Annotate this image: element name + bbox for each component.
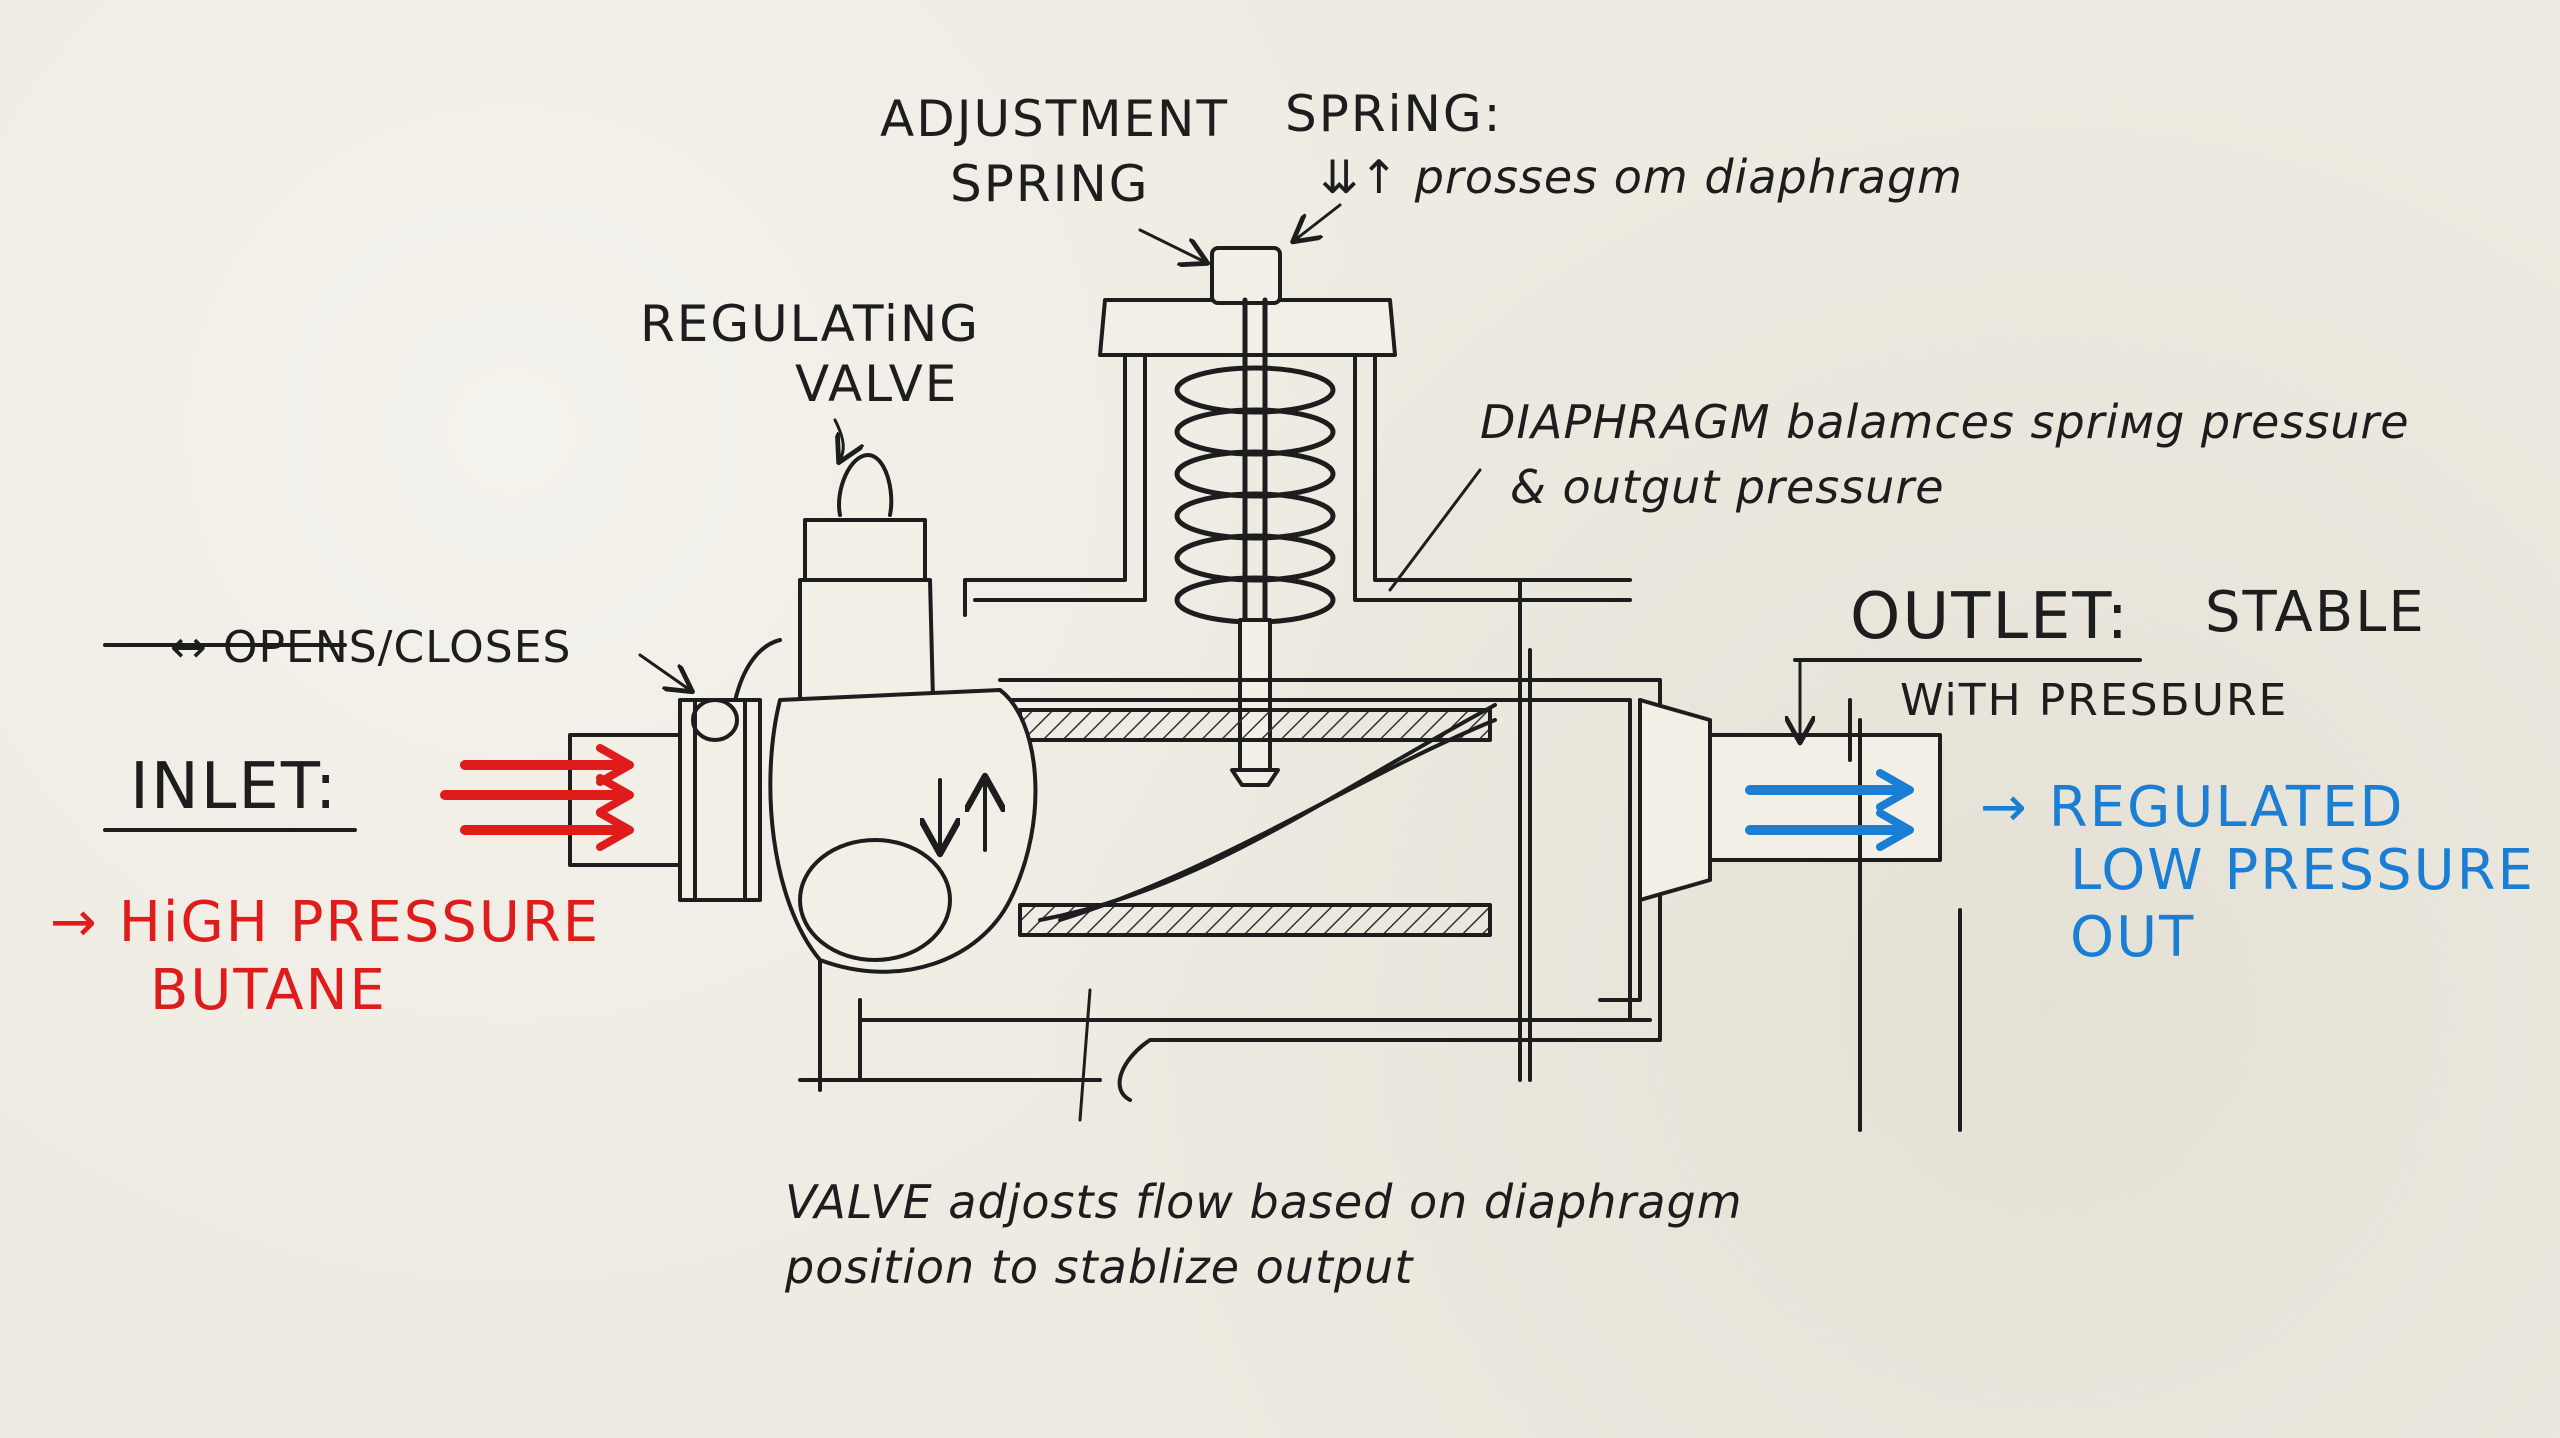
inlet-pipe bbox=[568, 698, 762, 902]
valve-note-line1: VALVE adjosts flow based on diaphragm bbox=[785, 1175, 1743, 1229]
high-pressure-label-line1: → HiGH PRESSURE bbox=[50, 890, 601, 955]
diaphragm-label-line2: & outgut pressure bbox=[1510, 460, 1945, 514]
adjustment-label-line1: ADJUSTMENT bbox=[880, 90, 1230, 148]
outlet-stable-label: STABLE bbox=[2205, 580, 2426, 645]
opens-closes-label: ↔ OPENS/CLOSES bbox=[170, 622, 572, 673]
regulating-valve-label-line2: VALVE bbox=[795, 355, 959, 413]
leader-lines bbox=[103, 203, 1862, 1122]
underlines bbox=[103, 658, 2142, 832]
regulating-valve-label-line1: REGULATiNG bbox=[640, 295, 981, 353]
outlet-pressure-label: WiTH PRESБURE bbox=[1900, 675, 2289, 726]
outlet-flow-arrows bbox=[1745, 769, 1914, 851]
inlet-flow-arrows bbox=[440, 744, 634, 851]
high-pressure-label-line2: BUTANE bbox=[150, 958, 387, 1023]
spring-title-label: SPRiNG: bbox=[1285, 85, 1503, 143]
updown-arrows bbox=[940, 780, 985, 850]
valve-chamber bbox=[768, 688, 1038, 974]
regulated-label-line3: OUT bbox=[2070, 905, 2196, 970]
valve-stem bbox=[1230, 618, 1280, 787]
spring-description: ⇊↑ prosses om diaphragm bbox=[1320, 150, 1963, 204]
valve-note-line2: position to stablize output bbox=[785, 1240, 1414, 1294]
inlet-label: INLET: bbox=[130, 750, 339, 824]
diaphragm-label-line1: DIAPHRAGM balamces spriмg pressure bbox=[1480, 395, 2410, 449]
regulated-label-line1: → REGULATED bbox=[1980, 775, 2405, 840]
outlet-label: OUTLET: bbox=[1850, 580, 2131, 654]
regulated-label-line2: LOW PRESSURE bbox=[2070, 838, 2535, 903]
adjustment-spring-coils bbox=[1174, 297, 1336, 625]
outlet-pipe bbox=[1638, 698, 1962, 1132]
adjustment-label-line2: SPRING bbox=[950, 155, 1150, 213]
